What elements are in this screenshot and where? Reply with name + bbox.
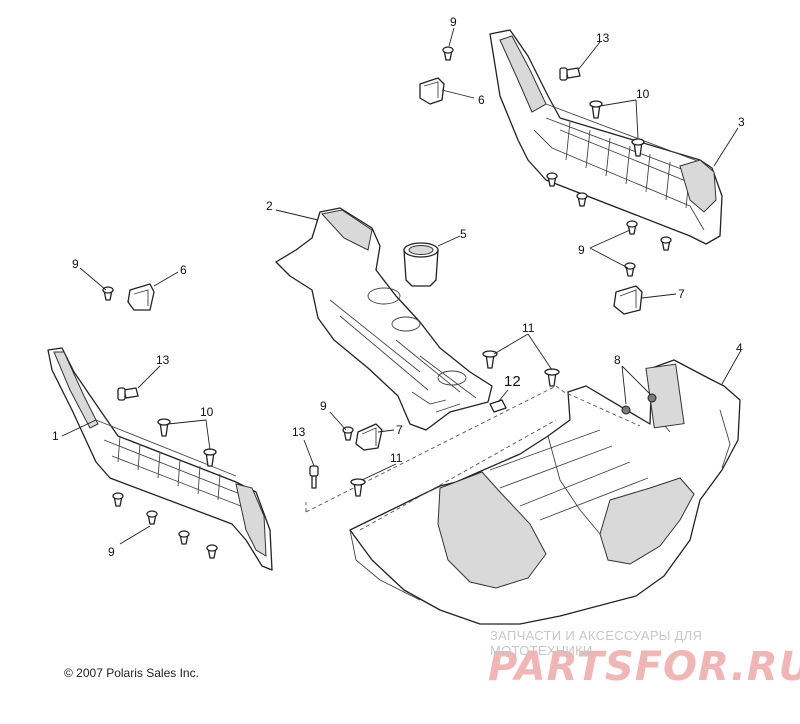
callout-7: 7 [678, 287, 685, 301]
fasteners [102, 46, 672, 559]
callout-12: 12 [504, 373, 521, 390]
callout-2: 2 [266, 199, 273, 213]
callout-11: 11 [390, 451, 403, 465]
callout-9: 9 [320, 399, 327, 413]
leader-lines [61, 27, 741, 545]
callout-13: 13 [292, 425, 306, 439]
callout-9: 9 [72, 257, 79, 271]
callout-4: 4 [736, 341, 743, 355]
callout-7: 7 [396, 423, 403, 437]
watermark-logo: PARTSFOR.RU [488, 644, 800, 690]
center-console [275, 207, 493, 431]
copyright-notice: © 2007 Polaris Sales Inc. [64, 666, 199, 680]
callout-6: 6 [478, 93, 485, 107]
callout-9: 9 [578, 243, 585, 257]
floor-tub [305, 359, 741, 625]
callout-10: 10 [636, 87, 650, 101]
bracket-7-right [613, 285, 643, 315]
callout-5: 5 [460, 227, 467, 241]
callout-labels: 9 6 13 10 3 2 5 9 7 9 6 13 10 1 11 12 8 … [52, 15, 745, 559]
bracket-6-top [419, 77, 445, 105]
right-side-rail [489, 29, 723, 245]
callout-3: 3 [738, 115, 745, 129]
callout-13: 13 [156, 353, 170, 367]
callout-6: 6 [180, 263, 187, 277]
callout-8: 8 [614, 353, 621, 367]
callout-13: 13 [596, 31, 610, 45]
cup-holder [403, 242, 439, 287]
callout-1: 1 [52, 429, 59, 443]
bracket-7-center [355, 423, 383, 451]
callout-9: 9 [450, 15, 457, 29]
callout-10: 10 [200, 405, 214, 419]
callout-11: 11 [522, 321, 535, 335]
left-side-rail [47, 347, 273, 571]
watermark-tagline: ЗАПЧАСТИ И АКСЕССУАРЫ ДЛЯ МОТОТЕХНИКИ [490, 628, 703, 658]
callout-9: 9 [108, 545, 115, 559]
bracket-6-left [127, 283, 155, 311]
